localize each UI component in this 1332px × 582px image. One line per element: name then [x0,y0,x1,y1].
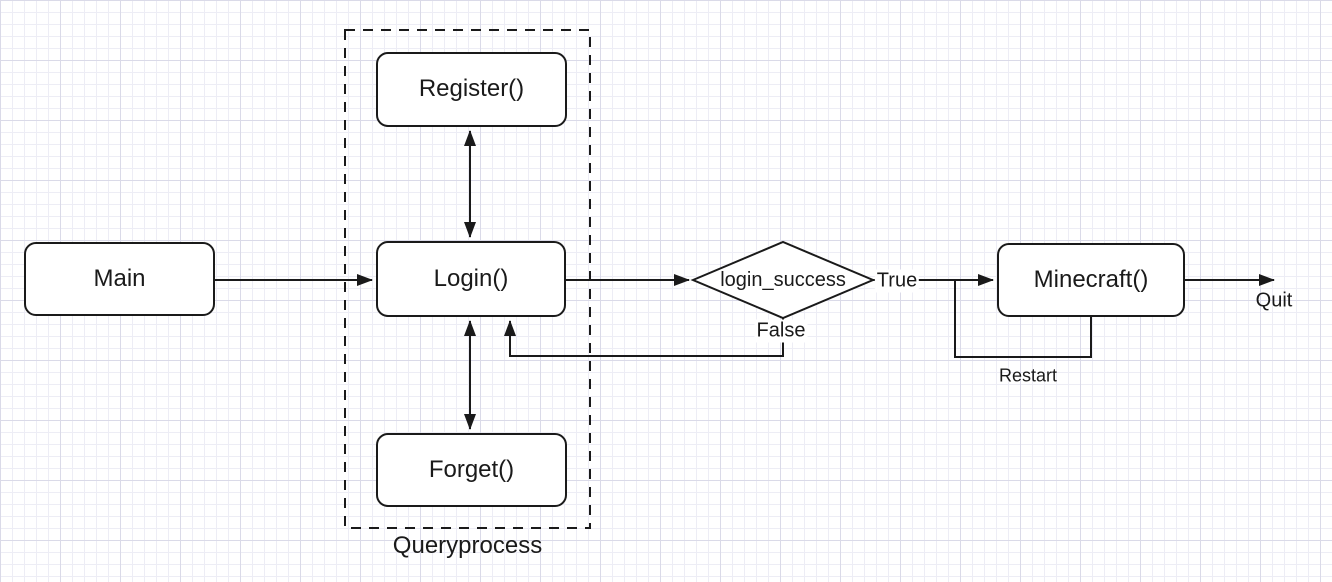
node-forget[interactable]: Forget() [376,433,567,507]
edge-label-restart: Restart [998,365,1058,386]
edge-restart-loop[interactable] [954,281,1092,358]
node-login[interactable]: Login() [376,241,566,317]
edge-label-true: True [874,269,920,293]
node-forget-label: Forget() [428,455,515,483]
node-login-label: Login() [433,264,509,292]
node-register[interactable]: Register() [376,52,567,127]
edge-label-quit: Quit [1255,289,1293,312]
node-minecraft-label: Minecraft() [1033,265,1149,293]
node-minecraft[interactable]: Minecraft() [997,243,1185,317]
node-main[interactable]: Main [24,242,215,316]
decision-label: login_success [720,268,846,291]
decision-diamond[interactable] [690,240,876,320]
queryprocess-group-label: Queryprocess [392,532,543,559]
edge-false-loop-to-login[interactable] [504,318,784,357]
edge-label-false: False [754,319,808,343]
node-register-label: Register() [418,75,525,103]
node-main-label: Main [93,264,146,292]
